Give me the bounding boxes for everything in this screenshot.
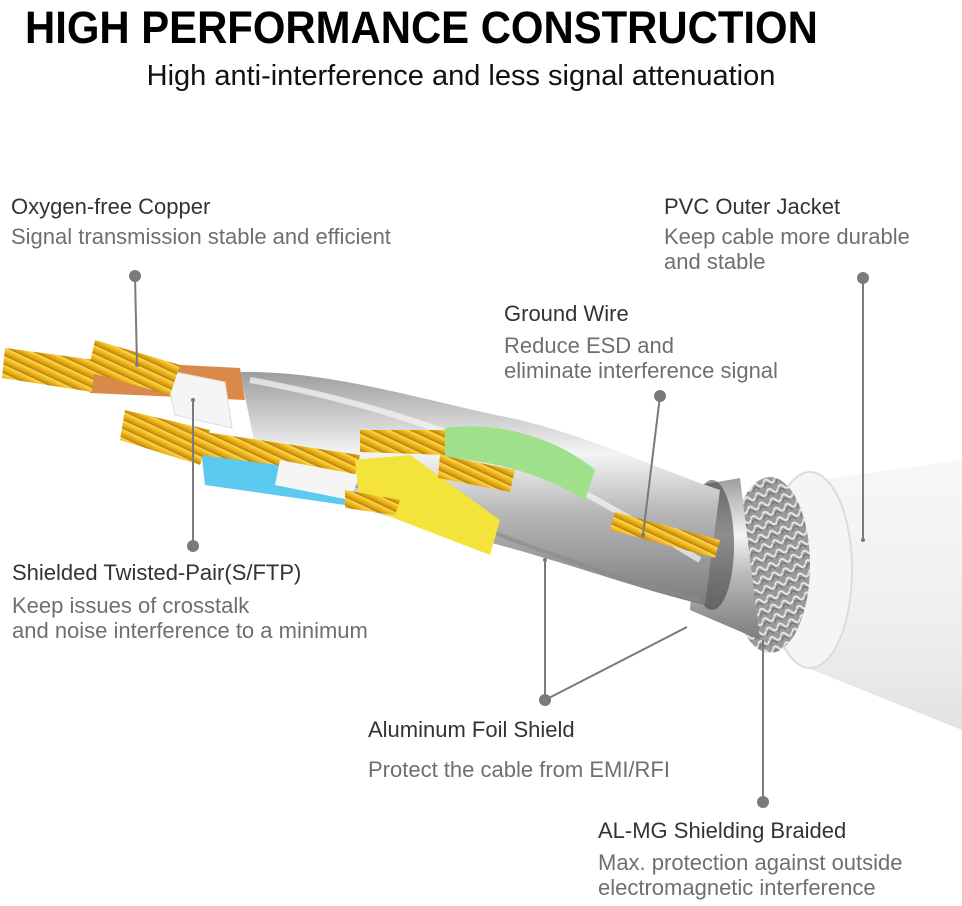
callout-desc: Keep issues of crosstalk <box>12 593 250 618</box>
dot-oxygen-free-copper <box>129 270 141 282</box>
callout-desc: Protect the cable from EMI/RFI <box>368 757 670 782</box>
leader-oxygen-free-copper <box>134 275 138 366</box>
callout-desc: Keep cable more durable <box>664 224 910 249</box>
dot-al-mg-braided <box>757 796 769 808</box>
callout-shielded-twisted-pair: Shielded Twisted-Pair(S/FTP) Keep issues… <box>12 559 368 643</box>
callout-desc: electromagnetic interference <box>598 875 876 900</box>
callout-desc: Max. protection against outside <box>598 850 903 875</box>
dot-pvc-outer-jacket <box>857 272 869 284</box>
callout-title: Ground Wire <box>504 301 629 326</box>
ground-wire-shape <box>610 512 720 558</box>
callout-pvc-outer-jacket: PVC Outer Jacket Keep cable more durable… <box>664 193 910 274</box>
callout-desc: and noise interference to a minimum <box>12 618 368 643</box>
page-subtitle: High anti-interference and less signal a… <box>146 60 776 92</box>
yellow-pair-shape <box>345 455 500 555</box>
green-pair-shape <box>360 426 595 500</box>
callout-desc: eliminate interference signal <box>504 358 778 383</box>
dot-ground-wire <box>654 390 666 402</box>
callout-title: PVC Outer Jacket <box>664 194 841 219</box>
leader-ground-wire <box>642 395 661 536</box>
dot-aluminum-foil-shield <box>539 694 551 706</box>
leader-lines <box>129 270 869 808</box>
callout-title: AL-MG Shielding Braided <box>598 818 847 843</box>
callout-desc: Reduce ESD and <box>504 333 674 358</box>
callout-aluminum-foil-shield: Aluminum Foil Shield Protect the cable f… <box>368 716 670 782</box>
leader-foil-shield-outer <box>544 626 688 701</box>
callout-oxygen-free-copper: Oxygen-free Copper Signal transmission s… <box>11 193 391 249</box>
callout-desc: Signal transmission stable and efficient <box>11 224 391 249</box>
dot-shielded-twisted-pair <box>187 540 199 552</box>
callout-title: Shielded Twisted-Pair(S/FTP) <box>12 560 302 585</box>
callout-ground-wire: Ground Wire Reduce ESD and eliminate int… <box>504 300 778 383</box>
callout-title: Aluminum Foil Shield <box>368 717 575 742</box>
callout-title: Oxygen-free Copper <box>11 194 211 219</box>
blue-pair-shape <box>120 410 360 505</box>
page-title: HIGH PERFORMANCE CONSTRUCTION <box>25 2 818 53</box>
orange-pair-shape <box>2 340 245 429</box>
callout-desc: and stable <box>664 249 766 274</box>
callout-al-mg-shielding-braided: AL-MG Shielding Braided Max. protection … <box>598 817 903 900</box>
